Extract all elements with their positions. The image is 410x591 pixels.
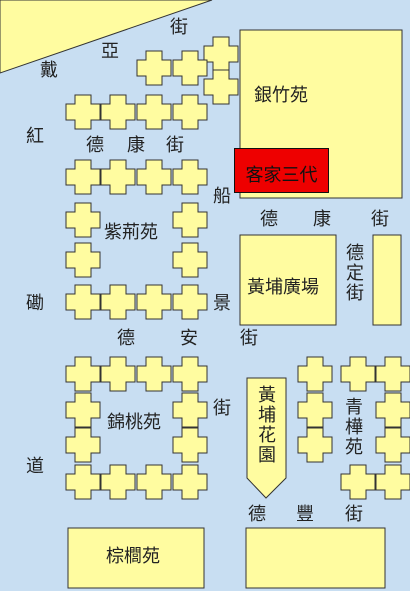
street-shun-king-char-3: 街 [213, 398, 231, 419]
cross-building-icon [172, 242, 208, 278]
cross-building-icon [203, 69, 239, 105]
cross-building-icon [136, 464, 172, 500]
cross-building-icon [172, 202, 208, 238]
cross-building-icon [172, 427, 208, 463]
cross-building-icon [100, 464, 136, 500]
cross-building-icon [375, 392, 410, 428]
cross-building-icon [65, 356, 101, 392]
street-tak-hong-right-char-2: 康 [313, 209, 331, 230]
hakka-restaurant-label: 客家三代 [245, 165, 318, 186]
cross-building-icon [375, 427, 410, 463]
cross-building-icon [375, 464, 410, 500]
cross-building-icon [100, 94, 136, 130]
cross-building-icon [203, 36, 239, 72]
corner-block [0, 0, 213, 74]
cross-building-icon [172, 159, 208, 195]
road-hung-lo-char-2: 磡 [26, 293, 44, 314]
cross-building-icon [340, 356, 376, 392]
road-hung-lo-char-1: 紅 [26, 126, 44, 147]
cross-building-icon [136, 159, 172, 195]
place-tsz-king[interactable]: 紫荊苑 [104, 222, 158, 243]
street-tak-fung-char-2: 豐 [296, 504, 314, 525]
cross-building-icon [172, 284, 208, 320]
cross-building-icon [100, 159, 136, 195]
cross-building-icon [100, 356, 136, 392]
cross-building-icon [172, 392, 208, 428]
street-tak-hong-right-char-1: 德 [260, 209, 278, 230]
street-tak-hong-right-char-3: 街 [371, 209, 389, 230]
street-tak-on-char-1: 德 [117, 328, 135, 349]
cross-building-icon [65, 392, 101, 428]
cross-building-icon [65, 94, 101, 130]
cross-building-icon [375, 356, 410, 392]
cross-building-icon [297, 427, 333, 463]
street-tak-fung-char-3: 街 [345, 504, 363, 525]
street-dai-a-char-2: 亞 [101, 41, 119, 62]
street-shun-king-char-2: 景 [213, 293, 231, 314]
tak-ting-block [372, 234, 402, 326]
street-tak-on-char-2: 安 [180, 328, 198, 349]
street-tak-fung-char-1: 德 [248, 504, 266, 525]
cross-building-icon [172, 464, 208, 500]
cross-building-icon [136, 94, 172, 130]
street-tak-ting: 德定街 [343, 243, 364, 303]
hakka-restaurant-marker[interactable]: 客家三代 [234, 148, 329, 193]
cross-building-icon [65, 464, 101, 500]
cross-building-icon [65, 202, 101, 238]
cross-building-icon [297, 356, 333, 392]
cross-building-icon [297, 392, 333, 428]
chung-lui-block [67, 527, 205, 589]
place-tsing-chun[interactable]: 青樺苑 [342, 397, 363, 457]
street-tak-on-char-3: 街 [240, 328, 258, 349]
street-tak-hong-upper-char-2: 康 [127, 135, 145, 156]
cross-building-icon [65, 242, 101, 278]
cross-building-icon [136, 50, 172, 86]
cross-building-icon [65, 159, 101, 195]
cross-building-icon [136, 284, 172, 320]
street-tak-hong-upper-char-3: 街 [166, 135, 184, 156]
cross-building-icon [65, 284, 101, 320]
cross-building-icon [172, 50, 208, 86]
cross-building-icon [340, 464, 376, 500]
whampoa-plaza-block [239, 234, 337, 326]
cross-building-icon [172, 94, 208, 130]
tak-fung-block [245, 527, 386, 589]
place-whampoa-plaza[interactable]: 黃埔廣場 [247, 277, 319, 298]
cross-building-icon [172, 356, 208, 392]
whampoa-garden-block [246, 377, 287, 499]
place-whampoa-garden[interactable]: 黃埔花園 [255, 385, 276, 465]
cross-building-icon [100, 284, 136, 320]
place-ngan-chuk[interactable]: 銀竹苑 [254, 85, 308, 106]
place-kam-to[interactable]: 錦桃苑 [107, 412, 161, 433]
cross-building-icon [136, 356, 172, 392]
cross-building-icon [65, 427, 101, 463]
street-tak-hong-upper-char-1: 德 [86, 135, 104, 156]
place-chung-lui[interactable]: 棕櫚苑 [106, 546, 160, 567]
street-shun-king-char-1: 船 [213, 186, 231, 207]
street-dai-a-char-3: 街 [170, 17, 188, 38]
street-dai-a-char-1: 戴 [40, 60, 58, 81]
road-hung-lo-char-3: 道 [26, 456, 44, 477]
